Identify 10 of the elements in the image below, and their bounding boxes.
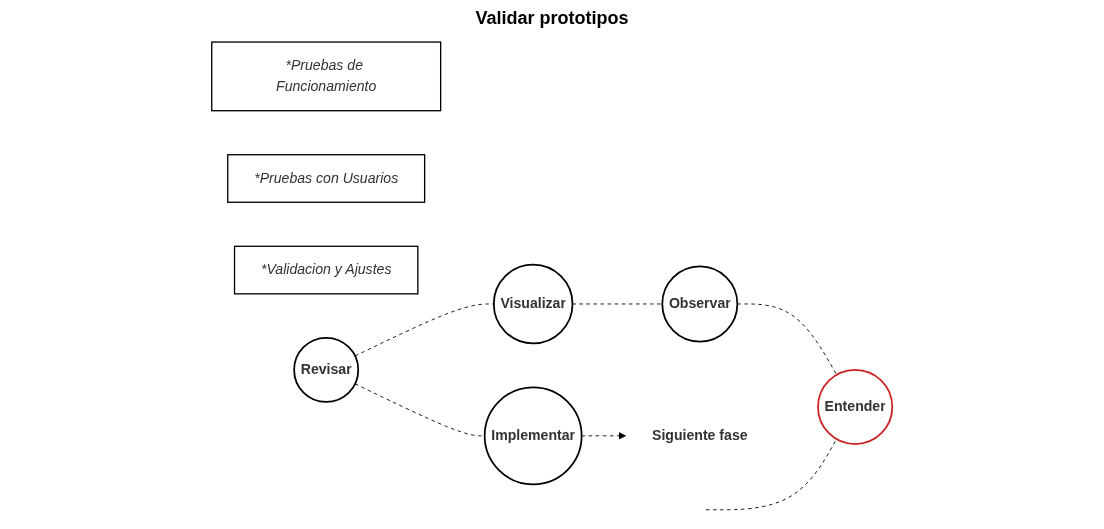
center-label: Validar prototipos bbox=[475, 8, 629, 29]
node-box: *Validacion y Ajustes bbox=[233, 245, 419, 295]
node-box: *Pruebas de Funcionamiento bbox=[211, 41, 442, 112]
node-circle: Entender bbox=[817, 368, 894, 445]
node-circle: Revisar bbox=[293, 336, 360, 403]
node-box: *Pruebas con Usuarios bbox=[227, 154, 426, 203]
node-circle: Implementar bbox=[483, 386, 583, 486]
node-circle: Observar bbox=[661, 265, 739, 343]
node-circle: Visualizar bbox=[492, 263, 574, 345]
node-text: Siguiente fase bbox=[652, 427, 748, 443]
